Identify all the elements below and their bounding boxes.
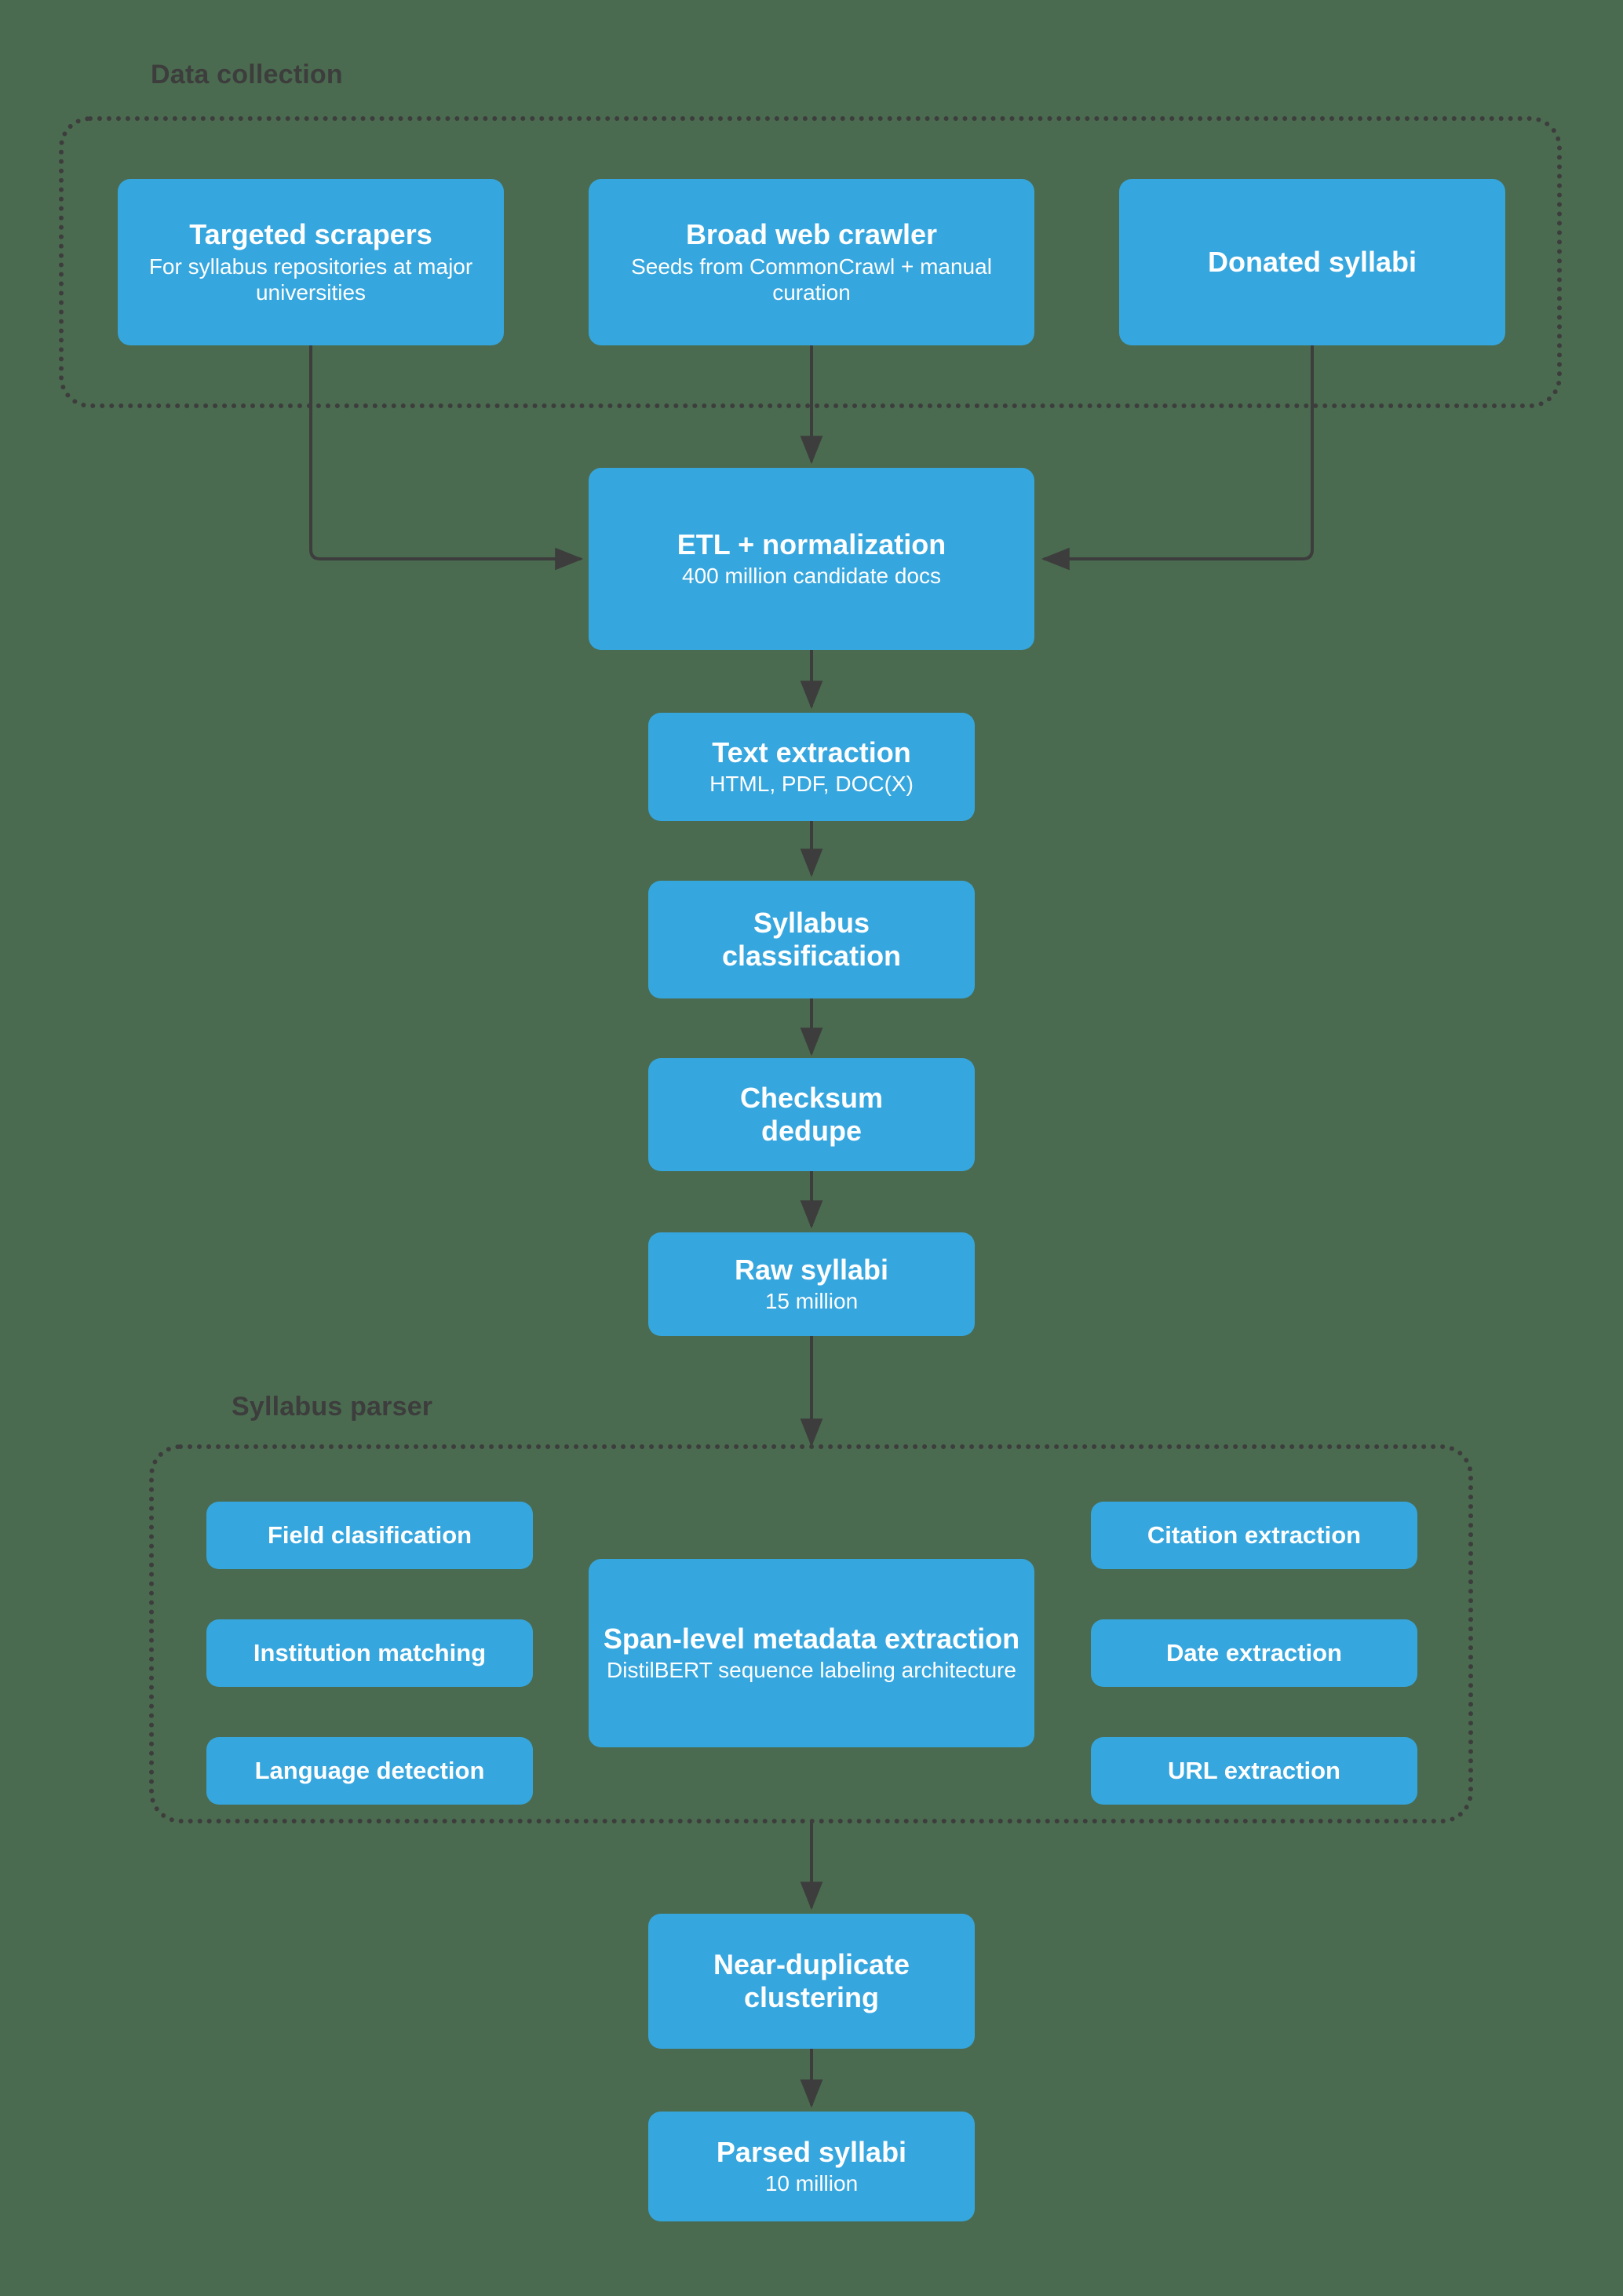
node-text-extraction-title: Text extraction: [712, 736, 911, 768]
node-broad-web-crawler-title: Broad web crawler: [685, 218, 938, 251]
node-donated-syllabi-title: Donated syllabi: [1207, 245, 1417, 278]
node-broad-web-crawler-subtitle: Seeds from CommonCrawl + manual curation: [631, 254, 992, 305]
node-checksum-dedupe[interactable]: Checksum dedupe: [648, 1058, 975, 1171]
node-parsed-syllabi-subtitle: 10 million: [764, 2171, 859, 2196]
node-etl-normalization-subtitle: 400 million candidate docs: [682, 564, 941, 589]
node-targeted-scrapers-subtitle: For syllabus repositories at major unive…: [148, 254, 473, 305]
node-syllabus-classification-title: Syllabus classification: [721, 906, 902, 972]
group-data-collection: [59, 116, 1562, 408]
group-data-collection-label: Data collection: [151, 60, 343, 89]
node-field-clasification[interactable]: Field clasification: [206, 1502, 533, 1569]
node-raw-syllabi[interactable]: Raw syllabi 15 million: [648, 1232, 975, 1336]
node-raw-syllabi-title: Raw syllabi: [734, 1253, 889, 1286]
node-span-level-metadata-extraction-subtitle: DistilBERT sequence labeling architectur…: [607, 1658, 1016, 1683]
node-targeted-scrapers[interactable]: Targeted scrapers For syllabus repositor…: [118, 179, 504, 345]
node-span-level-metadata-extraction-title: Span-level metadata extraction: [603, 1622, 1020, 1655]
node-date-extraction[interactable]: Date extraction: [1091, 1619, 1417, 1687]
node-broad-web-crawler[interactable]: Broad web crawler Seeds from CommonCrawl…: [589, 179, 1034, 345]
node-language-detection-title: Language detection: [254, 1756, 485, 1784]
node-language-detection[interactable]: Language detection: [206, 1737, 533, 1805]
node-span-level-metadata-extraction[interactable]: Span-level metadata extraction DistilBER…: [589, 1559, 1034, 1747]
node-url-extraction[interactable]: URL extraction: [1091, 1737, 1417, 1805]
node-near-duplicate-clustering[interactable]: Near-duplicate clustering: [648, 1914, 975, 2049]
node-field-clasification-title: Field clasification: [267, 1520, 472, 1549]
node-checksum-dedupe-title: Checksum dedupe: [739, 1081, 884, 1147]
node-syllabus-classification[interactable]: Syllabus classification: [648, 881, 975, 998]
node-near-duplicate-clustering-title: Near-duplicate clustering: [713, 1947, 910, 2013]
node-institution-matching[interactable]: Institution matching: [206, 1619, 533, 1687]
node-donated-syllabi[interactable]: Donated syllabi: [1119, 179, 1505, 345]
node-parsed-syllabi[interactable]: Parsed syllabi 10 million: [648, 2112, 975, 2221]
node-citation-extraction-title: Citation extraction: [1147, 1520, 1362, 1549]
group-syllabus-parser-label: Syllabus parser: [232, 1392, 433, 1422]
node-text-extraction-subtitle: HTML, PDF, DOC(X): [709, 772, 914, 797]
node-etl-normalization[interactable]: ETL + normalization 400 million candidat…: [589, 468, 1034, 650]
node-raw-syllabi-subtitle: 15 million: [764, 1289, 859, 1314]
node-citation-extraction[interactable]: Citation extraction: [1091, 1502, 1417, 1569]
node-text-extraction[interactable]: Text extraction HTML, PDF, DOC(X): [648, 713, 975, 821]
node-date-extraction-title: Date extraction: [1166, 1638, 1342, 1666]
node-url-extraction-title: URL extraction: [1168, 1756, 1340, 1784]
node-parsed-syllabi-title: Parsed syllabi: [716, 2135, 907, 2168]
node-targeted-scrapers-title: Targeted scrapers: [189, 218, 432, 251]
group-syllabus-parser: [149, 1444, 1473, 1823]
node-etl-normalization-title: ETL + normalization: [677, 527, 946, 560]
node-institution-matching-title: Institution matching: [253, 1638, 487, 1666]
